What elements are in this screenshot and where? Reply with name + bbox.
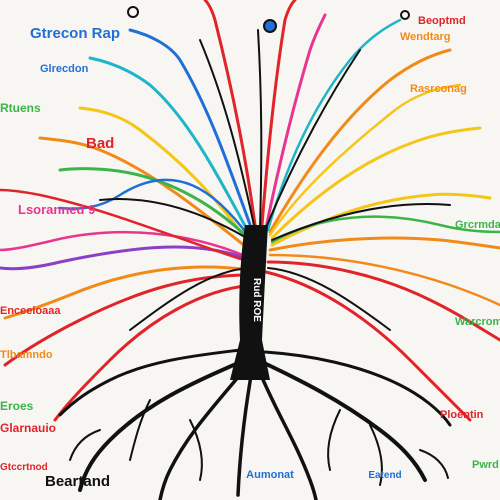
black-branch-5 — [271, 203, 451, 241]
root-8 — [129, 399, 151, 461]
black-branch-7 — [267, 267, 391, 331]
branch-labels: Gtrecon Rap Glrecdon Rtuens Bad Lsoranne… — [0, 15, 500, 490]
label-left-4: Enceeioaaa — [0, 305, 61, 317]
right-branches — [260, 0, 500, 422]
black-branch-1 — [199, 39, 256, 231]
label-left-6: Eroes — [0, 399, 34, 413]
root-10 — [327, 409, 341, 471]
label-right-1: Rasrconag — [410, 83, 467, 95]
black-branch-4 — [99, 198, 251, 241]
branch-yellow-left — [78, 106, 252, 247]
branch-orange-right — [268, 48, 452, 234]
label-bottom-left-1: Gtccrtnod — [0, 462, 48, 473]
branch-green-left — [58, 167, 252, 242]
branch-red-right — [266, 260, 500, 342]
trunk-text: Rud ROE — [251, 278, 262, 322]
root-4 — [256, 366, 318, 500]
root-13 — [419, 449, 449, 479]
root-1 — [78, 358, 247, 492]
roots — [58, 348, 452, 500]
branch-teal-right — [266, 18, 402, 232]
branch-blue-left-2 — [58, 178, 252, 240]
root-6 — [58, 348, 242, 417]
branch-red-top-left — [203, 0, 257, 227]
label-right-3: Warcrom — [455, 316, 500, 328]
black-branch-2 — [257, 29, 263, 229]
label-left-5: Tlbamndo — [0, 349, 53, 361]
root-11 — [369, 424, 383, 486]
node-circle-1 — [127, 6, 139, 18]
branch-orange-right-3 — [268, 253, 500, 307]
label-right-4: Ploentin — [440, 409, 484, 421]
root-12 — [69, 429, 101, 461]
label-left-1: Rtuens — [0, 101, 41, 115]
label-left-3: Lsoranned 9 — [18, 202, 95, 217]
label-left-7: Glarnauio — [0, 421, 56, 435]
branch-orange-left — [3, 265, 252, 320]
branch-red-left-3 — [0, 188, 252, 264]
node-circle-2 — [263, 19, 277, 33]
label-top-right-2: Wendtarg — [400, 31, 451, 43]
label-left-2: Bad — [86, 135, 114, 152]
branch-red-right-2 — [264, 270, 472, 422]
branch-blue-left — [128, 28, 254, 232]
branch-yellow-right-3 — [268, 83, 462, 237]
label-bottom-right-2: Pwrd — [472, 459, 499, 471]
black-branches — [99, 29, 451, 331]
label-top-left-1: Gtrecon Rap — [30, 25, 120, 42]
root-9 — [189, 419, 203, 481]
trunk — [230, 225, 270, 380]
black-branch-3 — [264, 49, 361, 231]
branch-pink-left — [0, 230, 252, 260]
branch-yellow-right — [270, 126, 482, 240]
root-5 — [260, 360, 427, 482]
label-bottom-center: Aumonat — [246, 469, 294, 481]
node-circle-3 — [400, 10, 410, 20]
label-right-2: Grcrmda — [455, 219, 500, 231]
root-3 — [236, 368, 254, 497]
root-7 — [263, 350, 452, 427]
black-branch-6 — [129, 267, 251, 331]
branch-red-top — [260, 0, 297, 227]
branch-red-left-2 — [53, 283, 254, 422]
branch-red-left — [3, 273, 252, 367]
label-top-right-1: Beoptmd — [418, 15, 466, 27]
label-top-left-2: Glrecdon — [40, 63, 89, 75]
root-2 — [158, 363, 250, 500]
branch-teal-left — [88, 56, 252, 237]
label-bottom-left-2: Beartand — [45, 473, 110, 490]
label-bottom-right-1: Eatend — [368, 470, 401, 481]
branch-pink-top — [264, 13, 327, 230]
branch-orange-right-2 — [268, 236, 500, 252]
